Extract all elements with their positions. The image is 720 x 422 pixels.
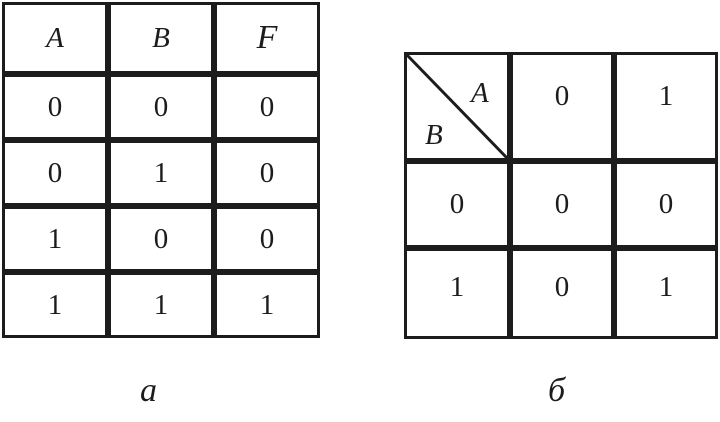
table-b-caption: б xyxy=(548,372,566,409)
table-a-cell: 0 xyxy=(214,140,320,206)
table-a-cell: 0 xyxy=(2,74,108,140)
table-a-caption: а xyxy=(140,372,157,409)
table-a-cell: 1 xyxy=(108,140,214,206)
table-b-cell: 0 xyxy=(510,161,614,248)
table-a-cell: 0 xyxy=(2,140,108,206)
table-b-col-header: 1 xyxy=(614,52,718,161)
table-b-cell: 0 xyxy=(614,161,718,248)
table-a-cell: 0 xyxy=(214,74,320,140)
table-a-cell: 0 xyxy=(214,206,320,272)
corner-label-a: A xyxy=(471,77,489,109)
table-b-col-header-text: 0 xyxy=(554,80,570,112)
table-b-col-header-text: 1 xyxy=(658,80,674,112)
table-b-cell: 1 xyxy=(614,248,718,339)
corner-label-b: B xyxy=(425,119,443,151)
table-b-cell: 0 xyxy=(510,248,614,339)
table-b-row-header: 0 xyxy=(404,161,510,248)
table-a-header-f: F xyxy=(214,2,320,74)
table-a-cell: 1 xyxy=(108,272,214,338)
diagonal-divider xyxy=(407,55,507,158)
table-a-cell: 0 xyxy=(108,206,214,272)
table-b-corner-cell: A B xyxy=(404,52,510,161)
table-b-row-header: 1 xyxy=(404,248,510,339)
table-b-col-header: 0 xyxy=(510,52,614,161)
table-a-header-a: A xyxy=(2,2,108,74)
table-a-cell: 1 xyxy=(2,272,108,338)
table-a-cell: 1 xyxy=(214,272,320,338)
table-a-cell: 0 xyxy=(108,74,214,140)
table-a-header-b: B xyxy=(108,2,214,74)
table-a-cell: 1 xyxy=(2,206,108,272)
